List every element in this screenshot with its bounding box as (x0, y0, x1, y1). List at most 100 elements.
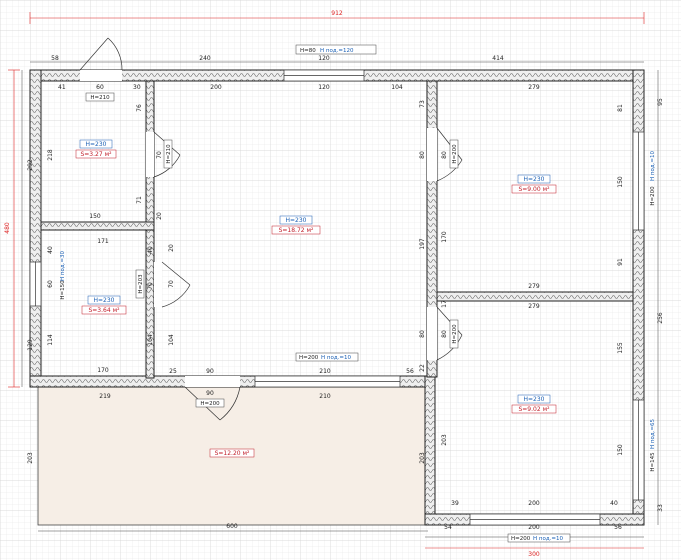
r2-s: S=18.72 м² (279, 227, 314, 234)
r3-width-top: 171 (97, 238, 109, 245)
svg-text:H=200: H=200 (452, 324, 458, 344)
r3-left-b: 60 (47, 280, 54, 288)
r3-h: H=230 (94, 297, 115, 304)
r2-win-note: H=200 H под.=10 (295, 352, 359, 362)
svg-text:H под.=10: H под.=10 (650, 151, 656, 182)
bottom-seg-a: 54 (444, 524, 452, 531)
bottom-right-overall: 300 (528, 551, 540, 558)
r1-right-d: 20 (156, 212, 163, 220)
r3-door-note: H=203 (135, 269, 145, 299)
svg-text:H=80: H=80 (300, 48, 316, 54)
r3-win-note: H=150 H под.=30 (60, 251, 66, 300)
svg-text:H=200: H=200 (299, 355, 319, 361)
bottom-overall: 600 (226, 523, 238, 530)
r2-left-c: 104 (168, 334, 175, 346)
r5-width-top: 279 (528, 303, 540, 310)
r2-left-b: 70 (168, 280, 175, 288)
r5-bottom-b: 200 (528, 500, 540, 507)
r4-door-note: H=200 (449, 139, 459, 169)
r4-right-total: 95 (657, 98, 664, 106)
r2-bottom-d: 56 (406, 368, 414, 375)
dim-lines (21, 61, 659, 538)
r5-bottom-a: 39 (451, 500, 459, 507)
r4-left-b: 170 (441, 231, 448, 243)
terrace-door-w: 90 (206, 390, 214, 397)
r2-top-b: 120 (318, 84, 330, 91)
r2-right-d: 80 (419, 330, 426, 338)
svg-text:H=200: H=200 (650, 186, 656, 206)
r1-door-w: 60 (96, 84, 104, 91)
r5-h: H=230 (524, 396, 545, 403)
r1-s: S=3.27 м² (80, 151, 112, 158)
svg-text:H=210: H=210 (166, 144, 172, 164)
r4-right-b: 150 (617, 176, 624, 188)
r1-seg-r: 30 (133, 84, 141, 91)
r1-h: H=230 (86, 141, 107, 148)
terrace-label: S=12.20 м² (209, 448, 255, 458)
windows (29, 69, 645, 526)
r5-right-c: 33 (657, 504, 664, 512)
svg-text:H под.=120: H под.=120 (320, 48, 354, 54)
r4-h: H=230 (524, 176, 545, 183)
svg-text:H=145: H=145 (650, 452, 656, 472)
r2-right-e: 22 (419, 364, 426, 372)
r5-right-a: 155 (617, 342, 624, 354)
terrace-width-b: 210 (319, 393, 331, 400)
bottom-win-note: H=200 H под.=10 (507, 533, 571, 543)
r4-labels: H=230 S=9.00 м² (511, 174, 557, 194)
r4-win-note: H=200 H под.=10 (650, 151, 656, 206)
top-dim-1: 240 (199, 55, 211, 62)
r1-right-a: 76 (136, 104, 143, 112)
door-gaps (80, 70, 437, 387)
r3-width-bot: 170 (97, 367, 109, 374)
r4-right-c: 91 (617, 258, 624, 266)
r2-right-b: 80 (419, 151, 426, 159)
r4-right-a: 81 (617, 104, 624, 112)
top-dim-3: 414 (492, 55, 504, 62)
svg-text:H=150: H=150 (60, 280, 66, 300)
top-dim-0: 58 (51, 55, 59, 62)
r2-top-a: 200 (210, 84, 222, 91)
r4-left-a: 80 (441, 151, 448, 159)
r1-right-c: 71 (136, 196, 143, 204)
svg-text:H под.=10: H под.=10 (533, 536, 564, 542)
r5-s: S=9.02 м² (518, 406, 550, 413)
r1-seg-l: 41 (58, 84, 66, 91)
r5-labels: H=230 S=9.02 м² (511, 394, 557, 414)
r2-top-c: 104 (391, 84, 403, 91)
bottom-seg-c: 56 (614, 524, 622, 531)
r5-bottom-c: 40 (610, 500, 618, 507)
r2-h: H=230 (286, 217, 307, 224)
r2-left-a: 20 (168, 244, 175, 252)
r2-bottom-a: 25 (169, 368, 177, 375)
r3-right-b: 70 (147, 282, 154, 290)
r1-door-side: H=210 (163, 139, 173, 169)
r5-left-c: 203 (441, 434, 448, 446)
r5-left-b: 80 (441, 330, 448, 338)
r1-left-total: 292 (27, 159, 34, 171)
r4-width-bot: 279 (528, 283, 540, 290)
left-overall: 480 (4, 222, 11, 234)
r3-left-c: 114 (47, 334, 54, 346)
r3-s: S=3.64 м² (88, 307, 120, 314)
terrace-height-l: 203 (27, 452, 34, 464)
r3-left-total: 129 (27, 339, 34, 351)
svg-text:H=210: H=210 (90, 95, 110, 101)
r2-labels: H=230 S=18.72 м² (271, 215, 321, 235)
svg-text:H под.=10: H под.=10 (321, 355, 352, 361)
terrace-door-note: H=200 (195, 398, 225, 408)
r2-right-c: 197 (419, 238, 426, 250)
r4-width-top: 279 (528, 84, 540, 91)
r1-right-b: 70 (156, 151, 163, 159)
svg-text:H под.=65: H под.=65 (650, 419, 656, 450)
terrace-width: 219 (99, 393, 111, 400)
top-window-note: H=80 H под.=120 (295, 44, 377, 55)
r5-right-total: 256 (657, 312, 664, 324)
r3-labels: H=230 S=3.64 м² (81, 295, 127, 315)
r1-width: 150 (89, 213, 101, 220)
r1-door-note: H=210 (85, 92, 115, 102)
r4-s: S=9.00 м² (518, 186, 550, 193)
svg-text:H=200: H=200 (200, 401, 220, 407)
r2-right-a: 73 (419, 100, 426, 108)
